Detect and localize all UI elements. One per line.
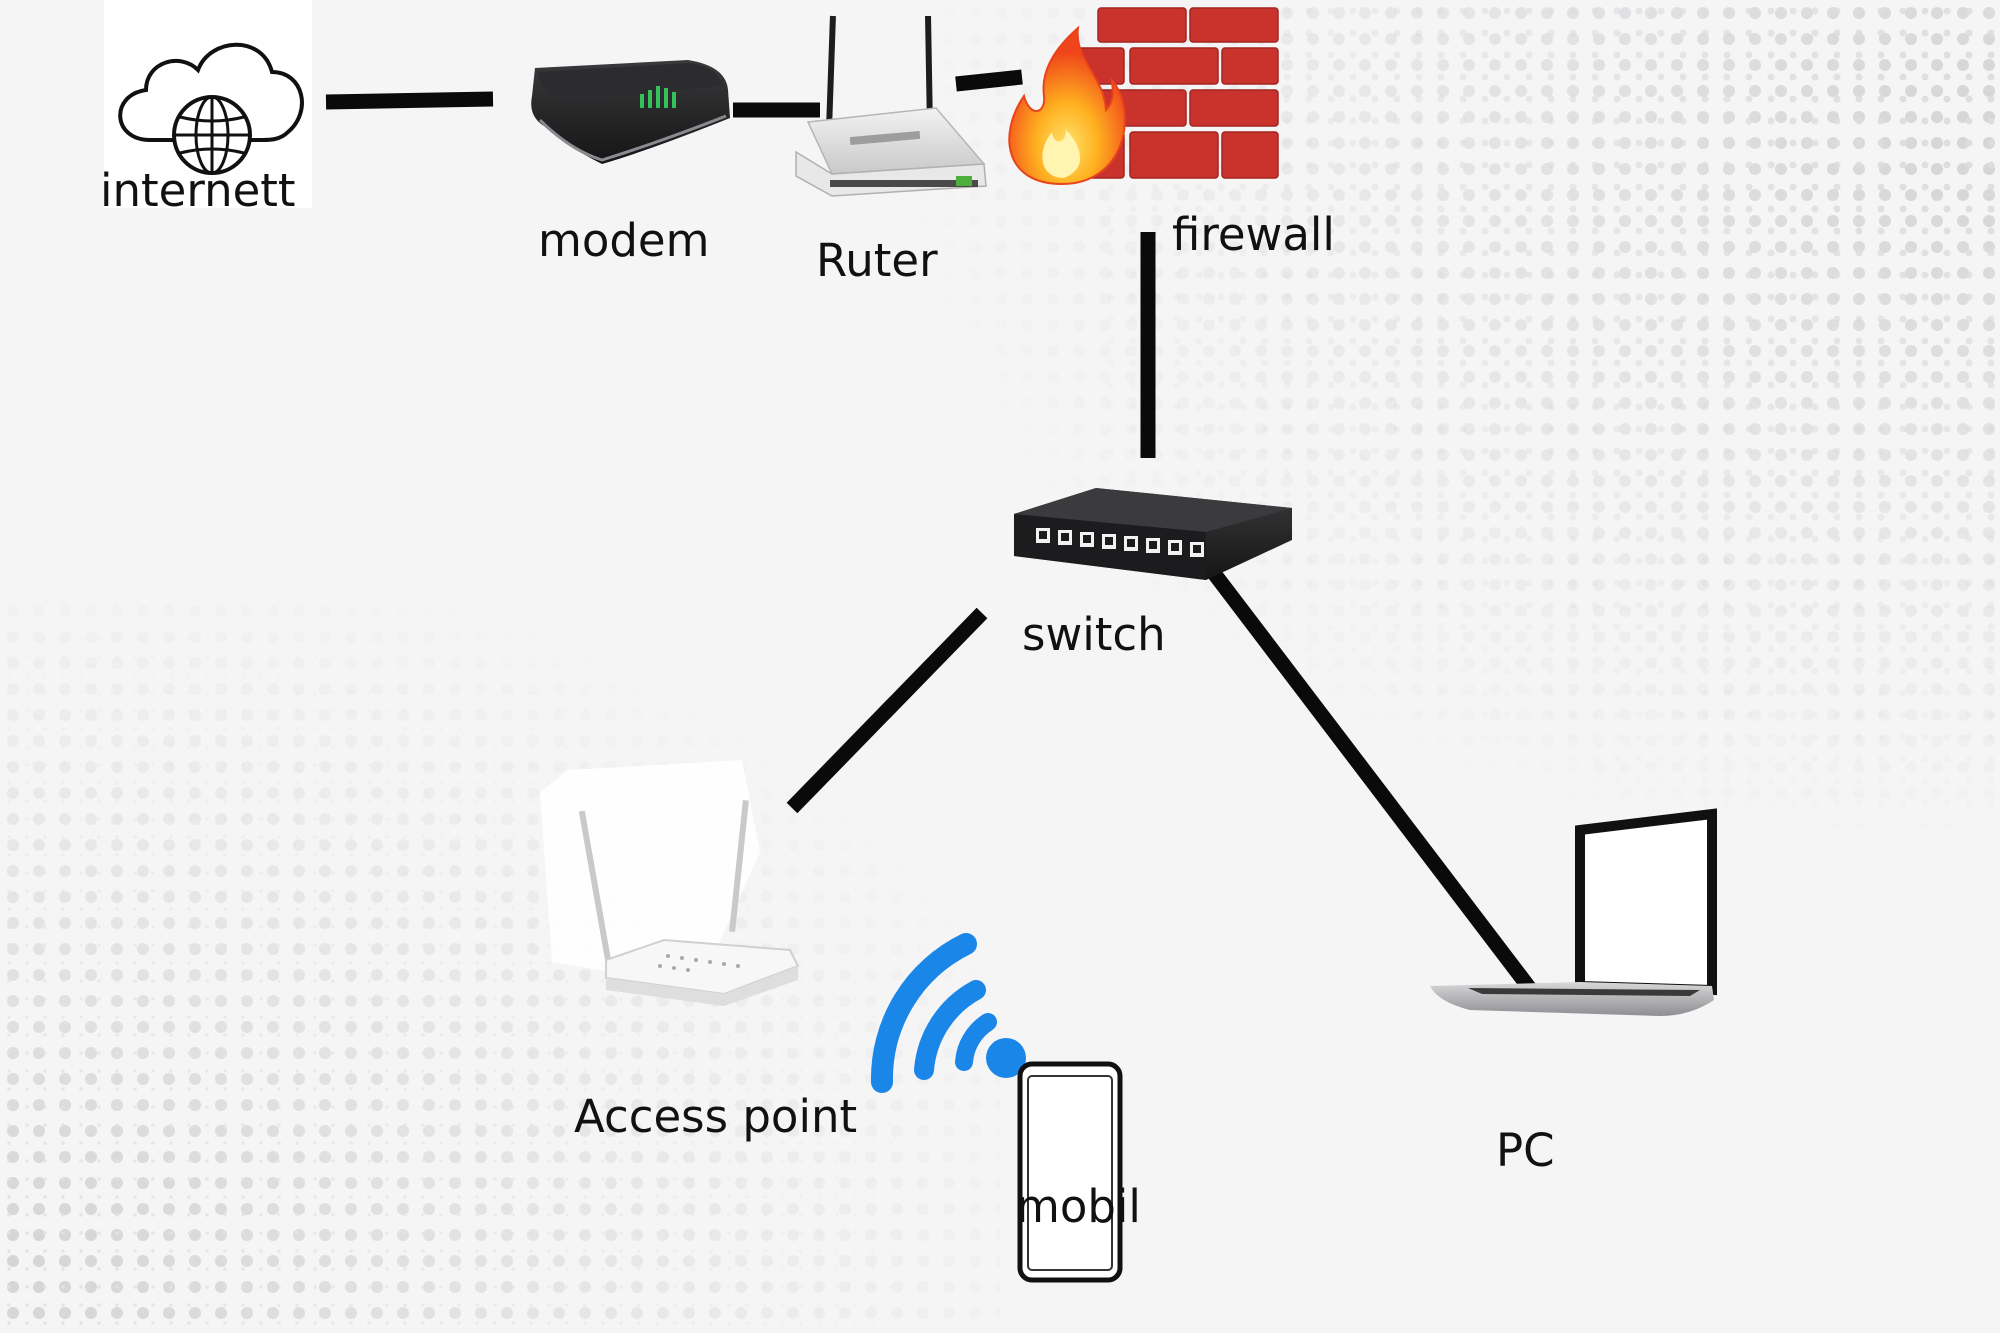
firewall-icon (1008, 7, 1279, 186)
router-label: Ruter (816, 234, 938, 287)
wifi-signal-icon (870, 933, 1026, 1093)
link-router-firewall (955, 69, 1023, 92)
internet-label: internett (100, 164, 296, 217)
laptop-icon (1430, 808, 1717, 1016)
pc-label: PC (1496, 1124, 1555, 1177)
mobile-label: mobil (1016, 1180, 1141, 1233)
cloud-globe-icon (104, 0, 312, 208)
access-point-icon (540, 760, 800, 1006)
link-switch-pc (1204, 563, 1537, 995)
router-icon (795, 15, 987, 197)
firewall-label: firewall (1172, 208, 1335, 261)
smartphone-icon (1017, 1061, 1123, 1283)
links (325, 69, 1537, 995)
switch-label: switch (1022, 608, 1166, 661)
access-point-label: Access point (574, 1090, 858, 1143)
modem-label: modem (538, 214, 710, 267)
link-switch-access-point (786, 607, 988, 814)
network-switch-icon (1014, 488, 1292, 580)
modem-icon (531, 60, 730, 164)
link-internet-modem (325, 91, 494, 110)
